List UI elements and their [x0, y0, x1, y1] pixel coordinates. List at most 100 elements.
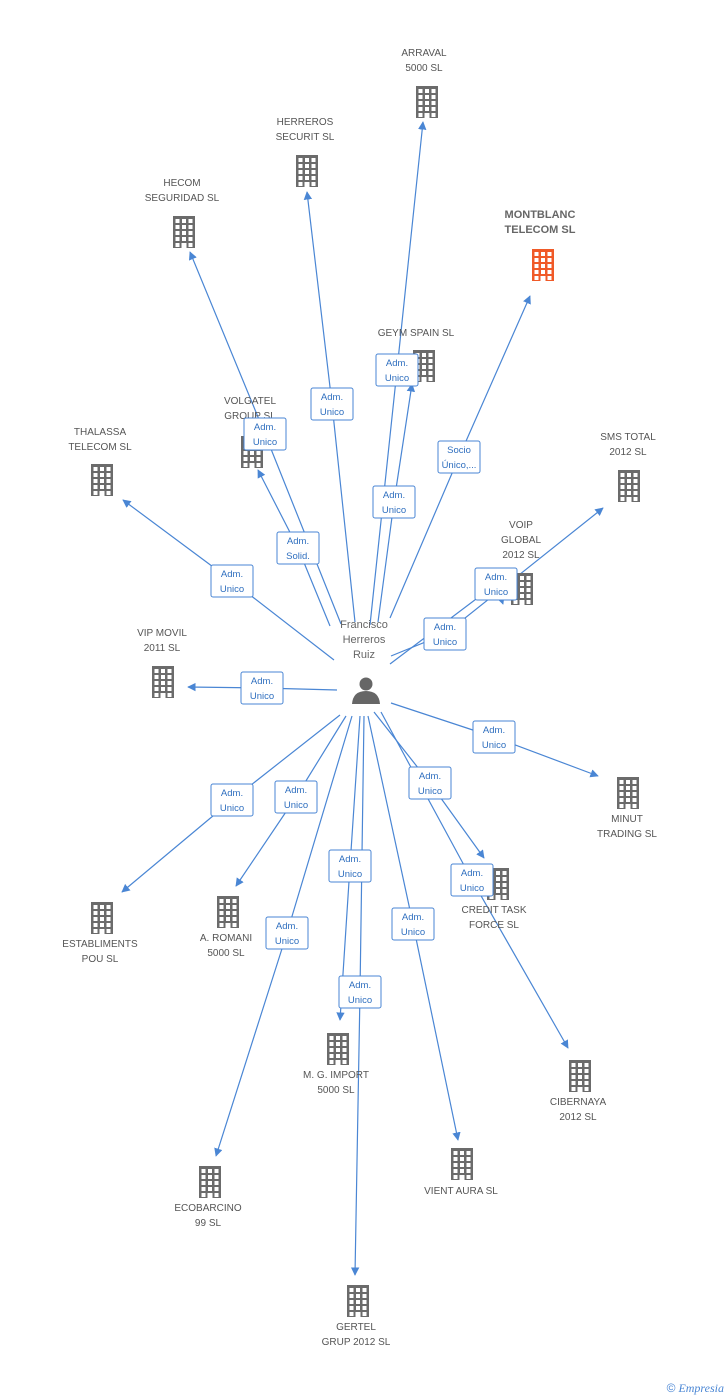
edge-label-box — [408, 766, 452, 800]
edge-label-voip[interactable]: Adm.Unico — [474, 567, 518, 601]
edge-label-text: Unico — [418, 786, 442, 797]
edge-label-text: Adm. — [402, 912, 424, 923]
company-name-line: 5000 SL — [207, 948, 245, 959]
edge-label-text: Adm. — [419, 771, 441, 782]
company-name-line: GERTEL — [336, 1322, 376, 1333]
company-node-smstotal[interactable]: SMS TOTAL 2012 SL — [600, 432, 656, 502]
edge-label-text: Adm. — [434, 622, 456, 633]
building-icon — [617, 777, 639, 809]
edge-label-box — [210, 783, 254, 817]
company-name-line: 2012 SL — [502, 550, 540, 561]
edge-label-vipmovil[interactable]: Adm.Unico — [240, 671, 284, 705]
edge-label-text: Adm. — [285, 785, 307, 796]
building-icon — [152, 666, 174, 698]
company-name-line: TELECOM SL — [68, 442, 132, 453]
edge-label-text: Adm. — [254, 422, 276, 433]
company-name-line: POU SL — [82, 954, 119, 965]
edge-label-montblanc[interactable]: SocioÚnico,... — [437, 440, 481, 474]
company-node-gertel[interactable]: GERTEL GRUP 2012 SL — [322, 1285, 391, 1348]
edge-label-box — [265, 916, 309, 950]
edge-label-gertel[interactable]: Adm. Unico — [338, 975, 382, 1009]
company-name-line: GLOBAL — [501, 535, 541, 546]
edge-label-cibernaya[interactable]: Adm. Unico — [450, 863, 494, 897]
edge-label-box — [210, 564, 254, 598]
edge-label-text: Adm. — [276, 921, 298, 932]
company-name-line: 99 SL — [195, 1218, 222, 1229]
edge-label-text: Adm. — [461, 868, 483, 879]
building-icon — [347, 1285, 369, 1317]
company-name: GERTEL GRUP 2012 SL — [322, 1322, 391, 1348]
company-name: GEYM SPAIN SL — [378, 328, 455, 339]
edge-label-smstotal[interactable]: Adm.Unico — [423, 617, 467, 651]
company-node-vientaura[interactable]: VIENT AURA SL — [424, 1148, 498, 1197]
edge-label-text: Unico — [401, 927, 425, 938]
company-name-line: 2012 SL — [559, 1112, 597, 1123]
edge-label-text: Unico — [484, 587, 508, 598]
edge-label-vientaura[interactable]: Adm. Unico — [391, 907, 435, 941]
edge-label-volgatel[interactable]: Adm.Solid. — [276, 531, 320, 565]
company-name-line: VIP MOVIL — [137, 628, 187, 639]
edge-label-text: Adm. — [483, 725, 505, 736]
edge-label-box — [450, 863, 494, 897]
edge-label-text: Adm. — [349, 980, 371, 991]
edge-label-herreros[interactable]: Adm. Unico — [310, 387, 354, 421]
edge-label-hecom[interactable]: Adm.Unico — [243, 417, 287, 451]
company-node-minut[interactable]: MINUT TRADING SL — [597, 777, 657, 840]
company-name-line: 5000 SL — [405, 63, 443, 74]
company-name-line: SMS TOTAL — [600, 432, 656, 443]
edge-label-aromani[interactable]: Adm.Unico — [274, 780, 318, 814]
edge-label-text: Unico — [348, 995, 372, 1006]
edge-label-credittask[interactable]: Adm. Unico — [408, 766, 452, 800]
company-name-line: VIENT AURA SL — [424, 1186, 498, 1197]
edge-label-text: Adm. — [321, 392, 343, 403]
company-name-line: CREDIT TASK — [461, 905, 526, 916]
person-name-line: Francisco — [340, 619, 388, 631]
company-name-line: 2012 SL — [609, 447, 647, 458]
edge-label-ecobarcino[interactable]: Adm.Unico — [265, 916, 309, 950]
edge-label-text: Adm. — [221, 788, 243, 799]
edge-label-arraval[interactable]: Adm.Unico — [375, 353, 419, 387]
edge-label-mgimport[interactable]: Adm.Unico — [328, 849, 372, 883]
building-icon — [327, 1033, 349, 1065]
company-name-line: GROUP SL — [224, 411, 276, 422]
edge-label-text: Unico — [250, 691, 274, 702]
edge-label-box — [437, 440, 481, 474]
edge-label-geym[interactable]: Adm.Unico — [372, 485, 416, 519]
edge-label-box — [274, 780, 318, 814]
company-name-line: TRADING SL — [597, 829, 657, 840]
edge-label-minut[interactable]: Adm.Unico — [472, 720, 516, 754]
edge-label-box — [310, 387, 354, 421]
edge-label-thalassa[interactable]: Adm.Unico — [210, 564, 254, 598]
company-name-line: MINUT — [611, 814, 643, 825]
company-name-line: M. G. IMPORT — [303, 1070, 369, 1081]
company-name-line: GRUP 2012 SL — [322, 1337, 391, 1348]
edge-label-box — [375, 353, 419, 387]
brand-name: Empresia — [678, 1381, 724, 1395]
edge-label-establiments[interactable]: Adm.Unico — [210, 783, 254, 817]
edge-labels-layer: Adm.UnicoAdm.UnicoAdm.UnicoSocioÚnico,..… — [210, 353, 518, 1009]
edge-label-text: Unico — [320, 407, 344, 418]
edge-label-text: Unico — [460, 883, 484, 894]
edge-label-text: Adm. — [339, 854, 361, 865]
